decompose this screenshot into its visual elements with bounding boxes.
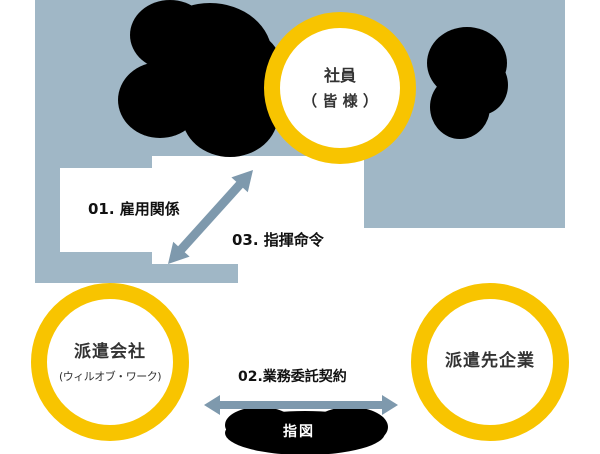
node-client-title: 派遣先企業 <box>445 351 535 372</box>
node-employee: 社員 （ 皆 様 ） <box>264 12 416 164</box>
label-outsourcing-contract: 02.業務委託契約 <box>238 369 347 385</box>
label-command-relation: 03. 指揮命令 <box>232 231 324 249</box>
ink-blob-top <box>115 0 285 170</box>
node-agency: 派遣会社 (ウィルオブ・ワーク) <box>31 283 189 441</box>
ink-blob-right-shape <box>427 27 508 139</box>
label-employment-relation: 01. 雇用関係 <box>88 200 180 218</box>
arrow-outsourcing-contract-shape <box>204 395 398 415</box>
ink-blob-right <box>425 25 510 145</box>
ink-blob-bottom-shape <box>225 407 388 454</box>
employment-label-panel <box>60 168 233 252</box>
arrow-outsourcing-contract <box>196 390 406 420</box>
arrow-employment-command <box>150 152 275 282</box>
arrow-employment-command-shape <box>168 170 253 264</box>
ink-blob-bottom <box>220 405 390 454</box>
node-client: 派遣先企業 <box>411 283 569 441</box>
node-employee-title: 社員 <box>323 66 356 86</box>
node-agency-subtitle: (ウィルオブ・ワーク) <box>58 369 162 383</box>
node-agency-title: 派遣会社 <box>74 342 146 363</box>
node-employee-subtitle: （ 皆 様 ） <box>302 91 378 110</box>
label-instruction: 指図 <box>283 424 315 440</box>
ink-blob-top-shape <box>118 0 283 157</box>
